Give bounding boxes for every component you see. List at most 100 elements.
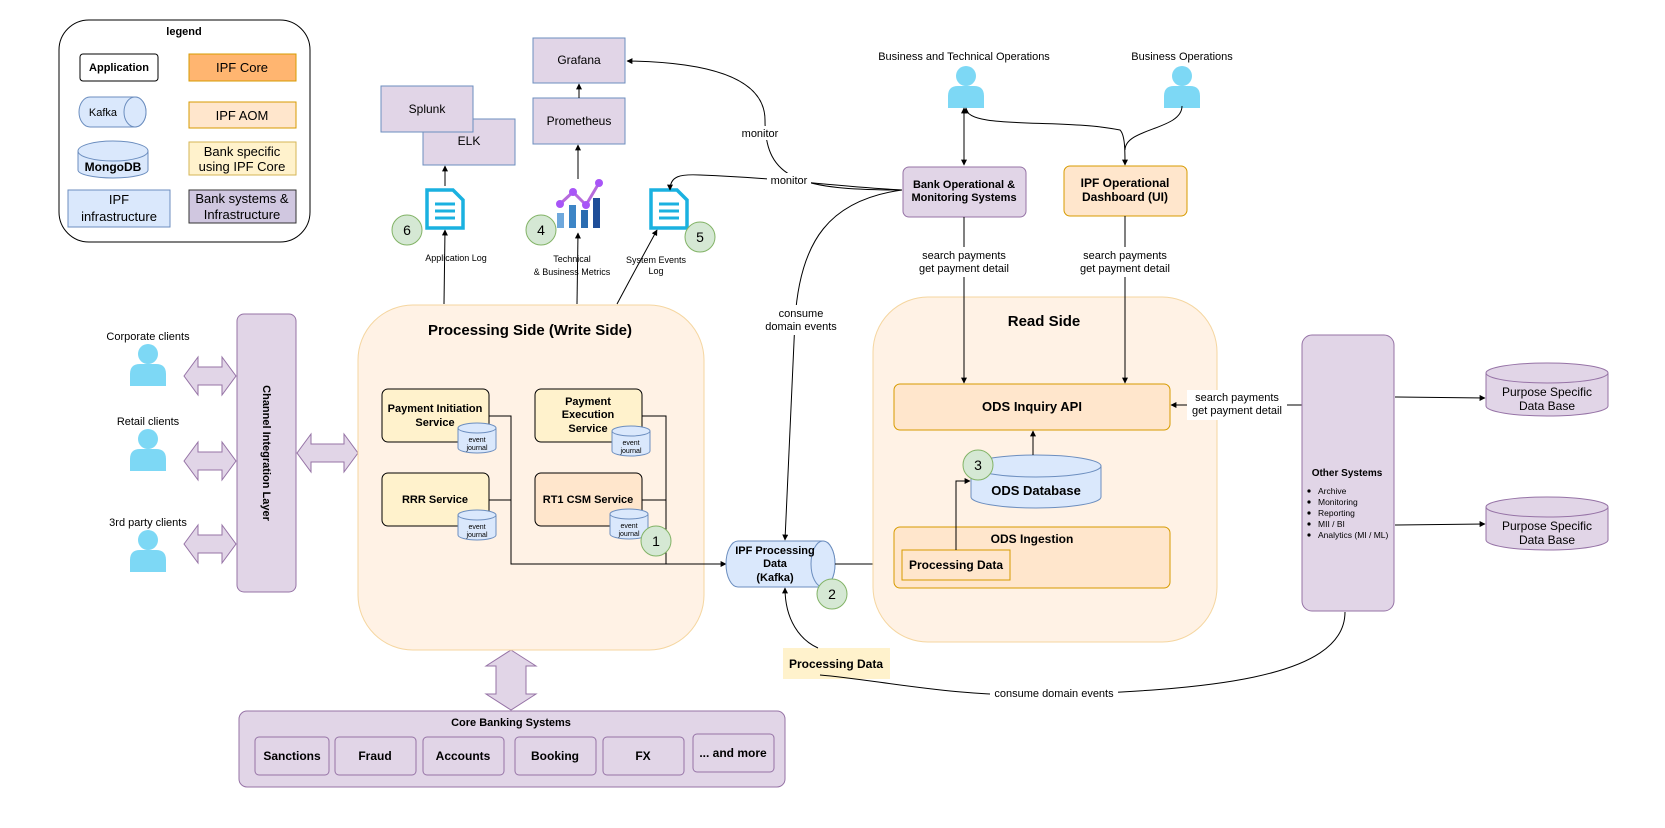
legend: legend Application IPF Core Kafka IPF AO…: [58, 19, 311, 243]
system-events-label-2: Log: [648, 266, 663, 276]
step-badge-2: 2: [816, 578, 848, 610]
other-systems-item-reporting: Reporting: [1318, 508, 1355, 518]
ods-database-label: ODS Database: [991, 483, 1081, 498]
legend-mongodb-swatch: [77, 140, 149, 179]
retail-person-icon: [130, 429, 166, 471]
other-systems-item-archive: Archive: [1318, 486, 1347, 496]
svg-text:6: 6: [403, 222, 411, 238]
step-badge-6: 6: [391, 214, 423, 246]
search-1-line-2: get payment detail: [919, 263, 1009, 275]
search-3-line-1: search payments: [1195, 392, 1279, 404]
third-party-clients-label: 3rd party clients: [109, 517, 187, 529]
purpose-db-1-label-1: Purpose Specific: [1502, 385, 1592, 399]
rrr-service-label: RRR Service: [402, 494, 468, 506]
other-systems-item-analytics: Analytics (MI / ML): [1318, 530, 1389, 540]
core-banking-title: Core Banking Systems: [451, 717, 571, 729]
other-to-purpose-db-1-arrow: [1394, 394, 1486, 401]
legend-ipf-core-swatch: [188, 53, 297, 82]
biz-tech-ops-person-icon: [948, 66, 984, 108]
metrics-label-2: & Business Metrics: [534, 267, 611, 277]
other-systems-item-mii-bi: MII / BI: [1318, 519, 1345, 529]
kafka-label-3: (Kafka): [756, 572, 794, 584]
payment-initiation-label-2: Service: [415, 417, 454, 429]
svg-text:event: event: [468, 437, 485, 444]
search-3-line-2: get payment detail: [1192, 405, 1282, 417]
system-events-label-1: System Events: [626, 255, 687, 265]
ingestion-processing-data-label: Processing Data: [909, 558, 1003, 572]
svg-text:3: 3: [974, 457, 982, 473]
core-banking-accounts: [422, 736, 505, 776]
other-systems-title: Other Systems: [1312, 468, 1383, 479]
svg-text:journal: journal: [465, 445, 487, 452]
payment-execution-label-1: Payment: [565, 396, 611, 408]
system-events-arrow: [616, 229, 658, 305]
legend-kafka: Kafka: [89, 107, 118, 119]
ods-inquiry-label: ODS Inquiry API: [982, 399, 1082, 414]
svg-text:1: 1: [652, 533, 660, 549]
bank-ops-monitoring-label-2: Monitoring Systems: [911, 192, 1016, 204]
event-journal-2: event journal: [611, 425, 651, 457]
splunk-label: Splunk: [409, 102, 447, 116]
rt1-csm-label: RT1 CSM Service: [543, 494, 633, 506]
legend-ipf-infra-1: IPF: [109, 192, 129, 207]
svg-text:event: event: [622, 440, 639, 447]
legend-kafka-swatch: [78, 96, 147, 128]
biz-ops-person-icon: [1164, 66, 1200, 108]
biz-ops-to-dashboard-arrow: [1124, 105, 1183, 151]
bank-ops-monitoring-label-1: Bank Operational &: [913, 179, 1015, 191]
purpose-db-1-label-2: Data Base: [1519, 399, 1575, 413]
legend-application: Application: [89, 62, 149, 74]
core-banking-sanctions-label: Sanctions: [263, 749, 321, 763]
biz-tech-ops-label: Business and Technical Operations: [878, 51, 1050, 63]
core-banking-fx: [602, 736, 685, 776]
core-banking-accounts-label: Accounts: [436, 749, 491, 763]
other-systems-item-monitoring: Monitoring: [1318, 497, 1358, 507]
ingestion-to-db-arrow: [955, 478, 971, 550]
search-2-line-2: get payment detail: [1080, 263, 1170, 275]
prometheus-box: [532, 97, 626, 145]
channel-integration-layer: [236, 313, 297, 593]
core-banking-fraud-label: Fraud: [358, 749, 391, 763]
svg-text:journal: journal: [617, 531, 639, 538]
other-systems-list: Archive Monitoring Reporting MII / BI An…: [1307, 486, 1389, 540]
corporate-clients-label: Corporate clients: [106, 331, 190, 343]
monitor-label-1: monitor: [742, 128, 779, 140]
step-badge-1: 1: [640, 525, 672, 557]
monitor-label-2: monitor: [771, 175, 808, 187]
legend-ipf-core: IPF Core: [216, 60, 268, 75]
processing-data-note-label: Processing Data: [789, 657, 883, 671]
payment-execution-label-3: Service: [568, 423, 607, 435]
ods-inquiry-api: [893, 383, 1171, 431]
third-party-person-icon: [130, 530, 166, 572]
read-side-title: Read Side: [1008, 313, 1081, 330]
corporate-person-icon: [130, 344, 166, 386]
purpose-db-2-label-2: Data Base: [1519, 533, 1575, 547]
event-journal-1: event journal: [457, 422, 497, 454]
prometheus-label: Prometheus: [547, 114, 612, 128]
legend-title: legend: [166, 26, 201, 38]
channel-integration-label: Channel Integration Layer: [260, 385, 272, 521]
services-to-kafka-connectors: [489, 415, 727, 567]
application-log-document-icon: [425, 188, 465, 230]
system-events-document-icon: [649, 188, 689, 230]
monitor-system-events-connector: [667, 174, 903, 191]
other-systems-box: [1301, 334, 1395, 612]
monitor-grafana-connector: [626, 58, 903, 191]
retail-channel-double-arrow: [183, 440, 237, 482]
ods-ingestion-label: ODS Ingestion: [991, 532, 1074, 546]
processing-to-core-banking-double-arrow: [484, 649, 538, 711]
legend-bank-systems-swatch: [188, 189, 297, 224]
ods-database-cylinder: [970, 454, 1102, 509]
channel-to-processing-double-arrow: [296, 432, 359, 474]
kafka-label-2: Data: [763, 558, 788, 570]
legend-bank-specific-1: Bank specific: [204, 144, 281, 159]
legend-ipf-infra-2: infrastructure: [81, 209, 157, 224]
grafana-box: [532, 37, 626, 84]
svg-text:event: event: [468, 524, 485, 531]
svg-text:2: 2: [828, 586, 836, 602]
core-banking-fx-label: FX: [635, 749, 650, 763]
legend-bank-systems-1: Bank systems &: [195, 191, 289, 206]
purpose-db-2-cylinder: [1485, 496, 1609, 551]
app-log-arrow: [441, 229, 448, 305]
